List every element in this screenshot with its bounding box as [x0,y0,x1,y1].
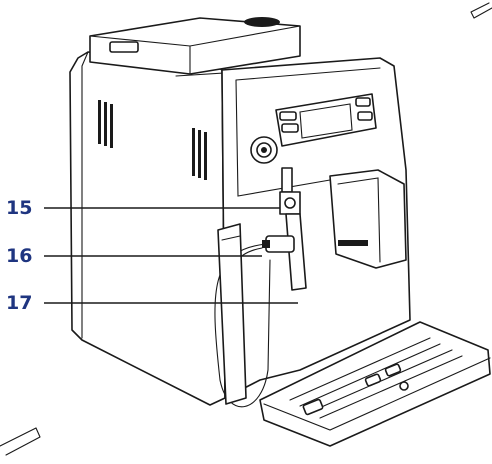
bean-hopper-lid [89,17,371,77]
callout-leaders [44,207,298,304]
callout-number-15: 15 [6,197,33,219]
side-vent-left [98,100,113,148]
callout-number-17: 17 [6,292,33,314]
control-panel [275,93,377,147]
callout-number-16: 16 [6,245,33,267]
side-vent-right [192,128,207,180]
drip-tray [259,321,491,447]
machine-body [69,51,226,406]
edge-fragments [0,2,492,456]
coffee-spout [329,169,407,269]
steam-knob [250,136,278,164]
milk-carafe [217,223,247,405]
